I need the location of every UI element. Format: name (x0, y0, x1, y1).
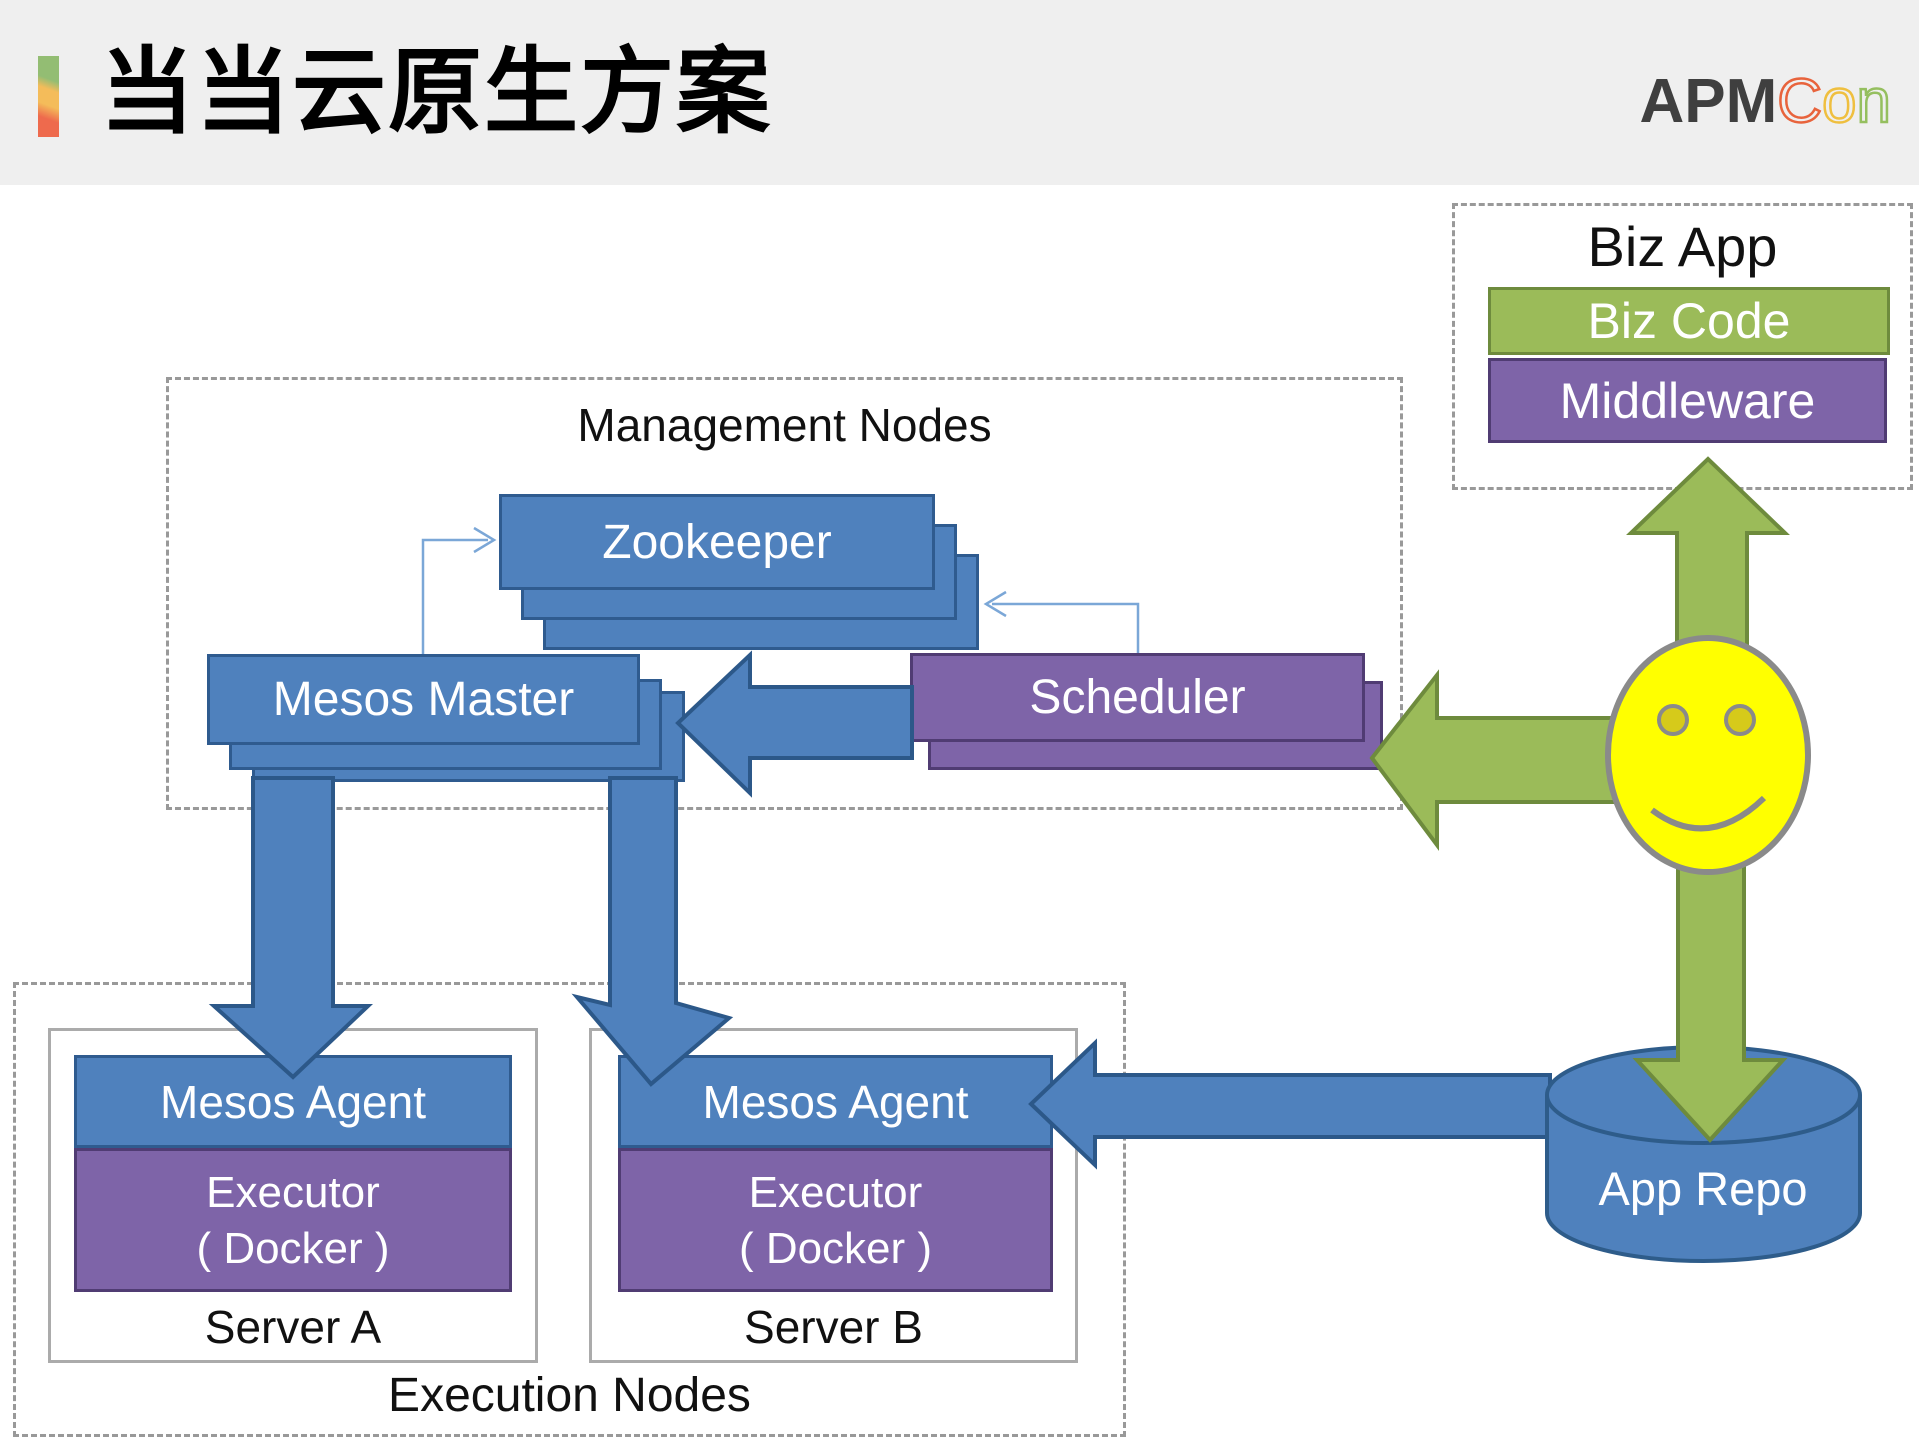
server-a-mesos-agent-label: Mesos Agent (160, 1075, 426, 1128)
management-nodes-group (166, 377, 1403, 810)
execution-nodes-group (13, 982, 1126, 1437)
user-smiley-icon (1605, 635, 1811, 875)
server-b-executor-line2: ( Docker ) (738, 1224, 933, 1273)
server-a-executor-line1: Executor (206, 1168, 380, 1217)
middleware-box: Middleware (1488, 358, 1887, 443)
server-b-name: Server B (744, 1301, 923, 1353)
header-bar: 当当云原生方案 APMCon (0, 0, 1919, 185)
server-b-mesos-agent-label: Mesos Agent (702, 1075, 969, 1128)
page-title: 当当云原生方案 (100, 39, 773, 144)
user-to-repo-arrow-icon (1632, 860, 1788, 1143)
app-repo-label: App Repo (1598, 1162, 1807, 1215)
accent-bar-icon (38, 56, 59, 137)
smiley-left-eye-icon (1657, 704, 1689, 736)
management-nodes-label: Management Nodes (577, 399, 992, 451)
execution-nodes-label: Execution Nodes (388, 1369, 751, 1422)
smiley-right-eye-icon (1724, 704, 1756, 736)
app-repo-cylinder: App Repo (1545, 1045, 1862, 1263)
scheduler-label: Scheduler (1029, 671, 1246, 724)
server-a-executor-line2: ( Docker ) (196, 1224, 390, 1273)
middleware-label: Middleware (1559, 372, 1816, 429)
zookeeper-box: Zookeeper (499, 494, 935, 590)
biz-code-label: Biz Code (1587, 293, 1791, 349)
logo-c: C (1776, 66, 1823, 138)
server-a-executor-box: Executor ( Docker ) (74, 1148, 512, 1292)
mesos-master-box: Mesos Master (207, 654, 640, 745)
mesos-master-label: Mesos Master (272, 673, 575, 726)
logo-n: n (1855, 66, 1892, 138)
biz-code-box: Biz Code (1488, 287, 1890, 355)
user-to-scheduler-arrow-icon (1369, 669, 1702, 852)
biz-app-label: Biz App (1587, 215, 1778, 278)
logo-apm: APM (1639, 67, 1778, 136)
apmcon-logo: APMCon (1639, 66, 1892, 138)
user-to-bizapp-arrow-icon (1626, 456, 1790, 674)
server-b-executor-line1: Executor (748, 1168, 923, 1217)
zookeeper-label: Zookeeper (602, 515, 832, 569)
server-a-mesos-agent-box: Mesos Agent (74, 1055, 512, 1148)
scheduler-box: Scheduler (910, 653, 1365, 742)
server-b-executor-box: Executor ( Docker ) (618, 1148, 1053, 1292)
smiley-mouth-icon (1650, 795, 1767, 832)
server-b-mesos-agent-box: Mesos Agent (618, 1055, 1053, 1148)
logo-o: o (1821, 66, 1858, 138)
server-a-name: Server A (204, 1301, 382, 1353)
